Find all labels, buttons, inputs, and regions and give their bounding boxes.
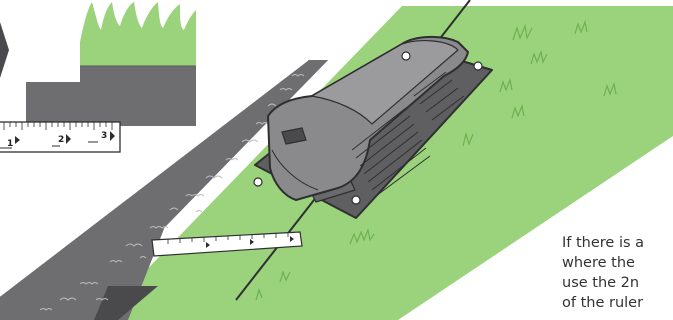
mower-handle-slot bbox=[281, 127, 307, 145]
ruler-mark-1: 1 bbox=[7, 139, 13, 149]
paving-shadow bbox=[94, 286, 158, 320]
robotic-mower-icon bbox=[253, 36, 493, 219]
mower-vents bbox=[351, 71, 465, 197]
mounting-screws bbox=[253, 51, 483, 205]
chevron-right-icon bbox=[0, 22, 9, 78]
ruler-icon bbox=[151, 231, 303, 257]
ruler-inset: 1 2 3 bbox=[0, 121, 121, 153]
grass-texture bbox=[255, 19, 617, 301]
paving-profile bbox=[26, 66, 196, 126]
ruler-arrow-icon bbox=[110, 131, 115, 141]
ruler-mark-3: 3 bbox=[101, 131, 107, 141]
ruler-arrow-icon bbox=[15, 136, 20, 144]
caption-line: where the bbox=[562, 255, 635, 271]
ruler-mark-2: 2 bbox=[58, 135, 64, 145]
edge-profile-inset bbox=[0, 2, 196, 126]
caption-line: use the 2n bbox=[562, 275, 640, 291]
lawn-edge-block bbox=[80, 42, 196, 66]
caption-line: of the ruler bbox=[562, 295, 644, 311]
paving-texture bbox=[39, 74, 305, 311]
paving-strip bbox=[0, 60, 329, 320]
ruler-arrow-icon bbox=[66, 134, 71, 144]
caption-line: If there is a bbox=[562, 235, 645, 251]
grass-tuft-icon bbox=[80, 2, 196, 42]
ruler-on-ground bbox=[151, 231, 303, 257]
instruction-caption: If there is a where the use the 2n of th… bbox=[562, 233, 673, 313]
